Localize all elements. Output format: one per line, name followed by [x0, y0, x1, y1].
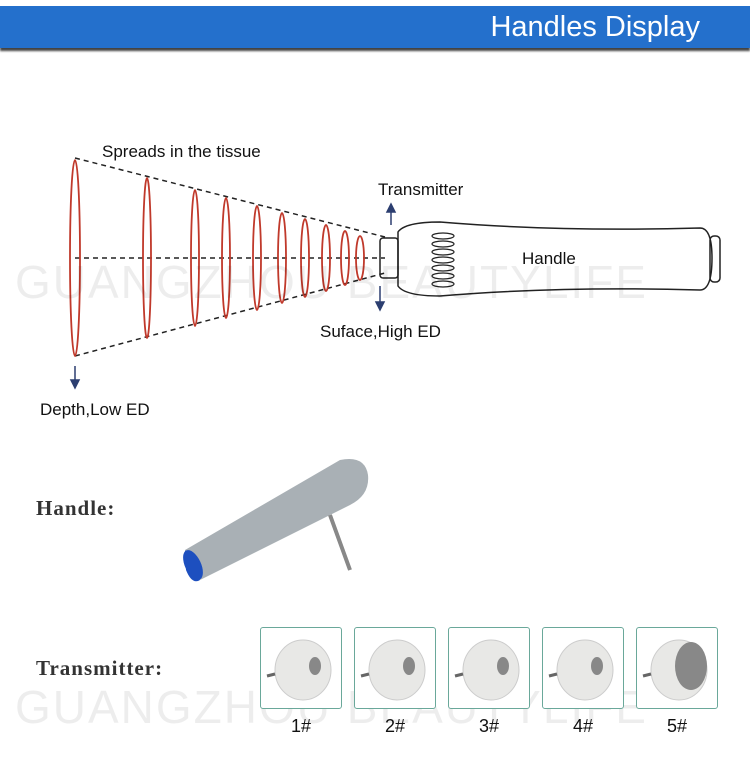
- coil-ring: [431, 264, 455, 272]
- surface-label: Suface,High ED: [320, 322, 441, 341]
- handle-section-label: Handle:: [36, 496, 116, 520]
- wave-ellipse: [277, 212, 287, 304]
- handle-photo: [183, 459, 369, 582]
- arrow-down-icon: [69, 379, 81, 390]
- coil-ring: [431, 280, 455, 288]
- wave-ellipse: [321, 224, 331, 292]
- transmitter-tile[interactable]: [448, 627, 530, 709]
- transmitter-label: 4#: [572, 716, 594, 736]
- handle-label: Handle: [522, 249, 576, 268]
- arrow-up-icon: [385, 202, 397, 213]
- wave-ellipse: [355, 235, 365, 281]
- coil-ring: [431, 272, 455, 280]
- transmitter-label: 2#: [384, 716, 406, 736]
- handle-outline: [379, 221, 721, 297]
- wave-ellipse: [221, 197, 231, 319]
- transmitter-tile[interactable]: [354, 627, 436, 709]
- transmitter-image: [360, 639, 426, 701]
- wave-ellipse: [252, 205, 262, 311]
- transmitter-image: [454, 639, 520, 701]
- wave-ellipse: [142, 177, 152, 339]
- transmitter-tile[interactable]: [636, 627, 718, 709]
- wave-ellipse: [300, 218, 310, 298]
- coil-ring: [431, 232, 455, 240]
- coil-ring: [431, 240, 455, 248]
- wave-ellipse: [340, 230, 350, 286]
- page-title: Handles Display: [490, 11, 700, 43]
- transmitter-section-label: Transmitter:: [36, 656, 164, 680]
- wave-ellipse: [190, 189, 200, 327]
- arrow-down-icon: [374, 301, 386, 312]
- transmitter-image: [548, 639, 614, 701]
- transmitter-tile[interactable]: [260, 627, 342, 709]
- transmitter-image: [642, 639, 708, 701]
- watermark: GUANGZHOU BEAUTYLIFE: [15, 256, 648, 308]
- transmitter-label: 3#: [478, 716, 500, 736]
- wave-ellipse: [69, 159, 81, 357]
- coil-ring: [431, 248, 455, 256]
- transmitter-label: 1#: [290, 716, 312, 736]
- transmitter-image: [266, 639, 332, 701]
- coil-ring: [431, 256, 455, 264]
- header-bar: Handles Display: [0, 6, 750, 48]
- transmitter-tile[interactable]: [542, 627, 624, 709]
- transmitter-label: 5#: [666, 716, 688, 736]
- transmitter-label: Transmitter: [378, 180, 464, 199]
- depth-label: Depth,Low ED: [40, 400, 150, 419]
- spreads-label: Spreads in the tissue: [102, 142, 261, 161]
